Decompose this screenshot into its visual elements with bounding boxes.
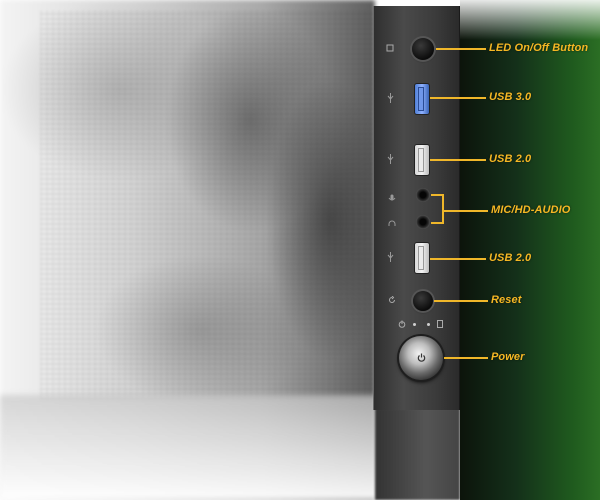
usb2-port-top[interactable] bbox=[415, 145, 429, 175]
hdd-icon bbox=[437, 320, 443, 328]
label-led-button: LED On/Off Button bbox=[489, 42, 589, 54]
mesh-texture bbox=[40, 10, 375, 400]
label-usb2-top: USB 2.0 bbox=[489, 153, 532, 165]
led-icon bbox=[386, 44, 394, 52]
leader-usb2-top bbox=[430, 159, 486, 161]
power-button[interactable] bbox=[399, 336, 443, 380]
leader-audio bbox=[431, 222, 443, 224]
leader-reset bbox=[434, 300, 488, 302]
case-foot bbox=[375, 408, 460, 500]
leader-mic-audio bbox=[442, 210, 488, 212]
power-led bbox=[413, 323, 416, 326]
label-mic-hd-audio: MIC/HD-AUDIO bbox=[491, 204, 571, 216]
audio-jack[interactable] bbox=[416, 215, 430, 229]
leader-power bbox=[444, 357, 488, 359]
usb2-port-bottom[interactable] bbox=[415, 243, 429, 273]
usb-icon bbox=[387, 252, 394, 262]
usb3-port[interactable] bbox=[415, 84, 429, 114]
power-led-icon bbox=[398, 320, 406, 328]
power-icon bbox=[417, 353, 426, 362]
label-reset: Reset bbox=[491, 294, 522, 306]
leader-audio-bracket bbox=[442, 194, 444, 224]
reset-button[interactable] bbox=[413, 291, 433, 311]
leader-led bbox=[436, 48, 486, 50]
mic-icon bbox=[388, 194, 396, 201]
led-toggle-button[interactable] bbox=[412, 38, 434, 60]
usb-icon bbox=[387, 154, 394, 164]
label-usb2-bottom: USB 2.0 bbox=[489, 252, 532, 264]
headphone-icon bbox=[388, 220, 396, 226]
green-side-panel bbox=[460, 0, 600, 500]
label-power: Power bbox=[491, 351, 525, 363]
label-usb3: USB 3.0 bbox=[489, 91, 532, 103]
leader-usb2-bottom bbox=[430, 258, 486, 260]
leader-usb3 bbox=[430, 97, 486, 99]
green-side-highlight bbox=[460, 0, 600, 40]
mic-jack[interactable] bbox=[416, 188, 430, 202]
leader-mic bbox=[431, 194, 443, 196]
usb-icon bbox=[387, 93, 394, 103]
hdd-led bbox=[427, 323, 430, 326]
reset-icon bbox=[389, 296, 395, 303]
